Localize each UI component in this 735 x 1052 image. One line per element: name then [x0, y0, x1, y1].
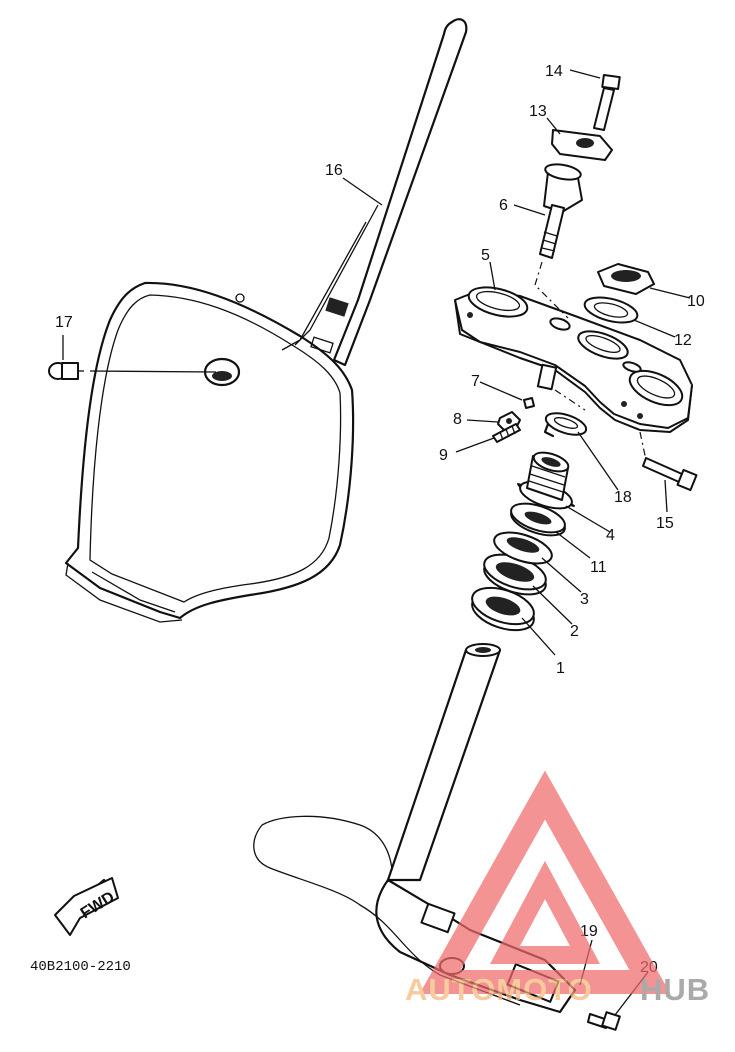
washer-12 — [583, 296, 639, 324]
part-label-13: 13 — [529, 103, 547, 120]
watermark-logo-inner — [490, 860, 600, 964]
watermark-text-b: HUB — [640, 972, 710, 1007]
small-parts — [492, 397, 535, 443]
bolt-17 — [48, 335, 217, 380]
fwd-arrow: FWD — [54, 877, 119, 936]
watermark-logo-outer — [419, 770, 671, 994]
part-label-17: 17 — [55, 314, 73, 331]
part-label-2: 2 — [570, 623, 579, 640]
washer-18 — [543, 412, 588, 438]
watermark: AUTOMOTO HUB — [405, 770, 710, 1007]
number-plate — [64, 18, 468, 623]
holder-cap — [551, 129, 613, 161]
bolt-14 — [593, 73, 621, 131]
part-label-6: 6 — [499, 197, 508, 214]
part-label-3: 3 — [580, 591, 589, 608]
part-label-16: 16 — [325, 162, 343, 179]
bolt-20 — [587, 1011, 621, 1031]
part-label-11: 11 — [590, 559, 607, 576]
part-label-15: 15 — [656, 515, 674, 532]
nut-10 — [597, 263, 655, 295]
leader-lines — [342, 69, 691, 1016]
part-label-8: 8 — [453, 411, 462, 428]
part-label-1: 1 — [556, 660, 565, 677]
part-label-7: 7 — [471, 373, 480, 390]
crown-bracket — [454, 286, 693, 433]
part-label-9: 9 — [439, 447, 448, 464]
part-labels: 1 2 3 4 5 6 7 8 9 10 11 12 13 14 15 16 1… — [55, 63, 705, 976]
part-label-14: 14 — [545, 63, 563, 80]
part-label-5: 5 — [481, 247, 490, 264]
diagram-code: 40B2100-2210 — [30, 959, 131, 975]
part-label-18: 18 — [614, 489, 632, 506]
center-lines — [534, 261, 647, 461]
handlebar-holder — [539, 163, 583, 259]
bearing-stack — [471, 451, 575, 632]
part-label-10: 10 — [687, 293, 705, 310]
watermark-text-a: AUTOMOTO — [405, 972, 593, 1007]
bolt-15 — [642, 457, 698, 492]
part-label-4: 4 — [606, 527, 615, 544]
part-label-12: 12 — [674, 332, 692, 349]
